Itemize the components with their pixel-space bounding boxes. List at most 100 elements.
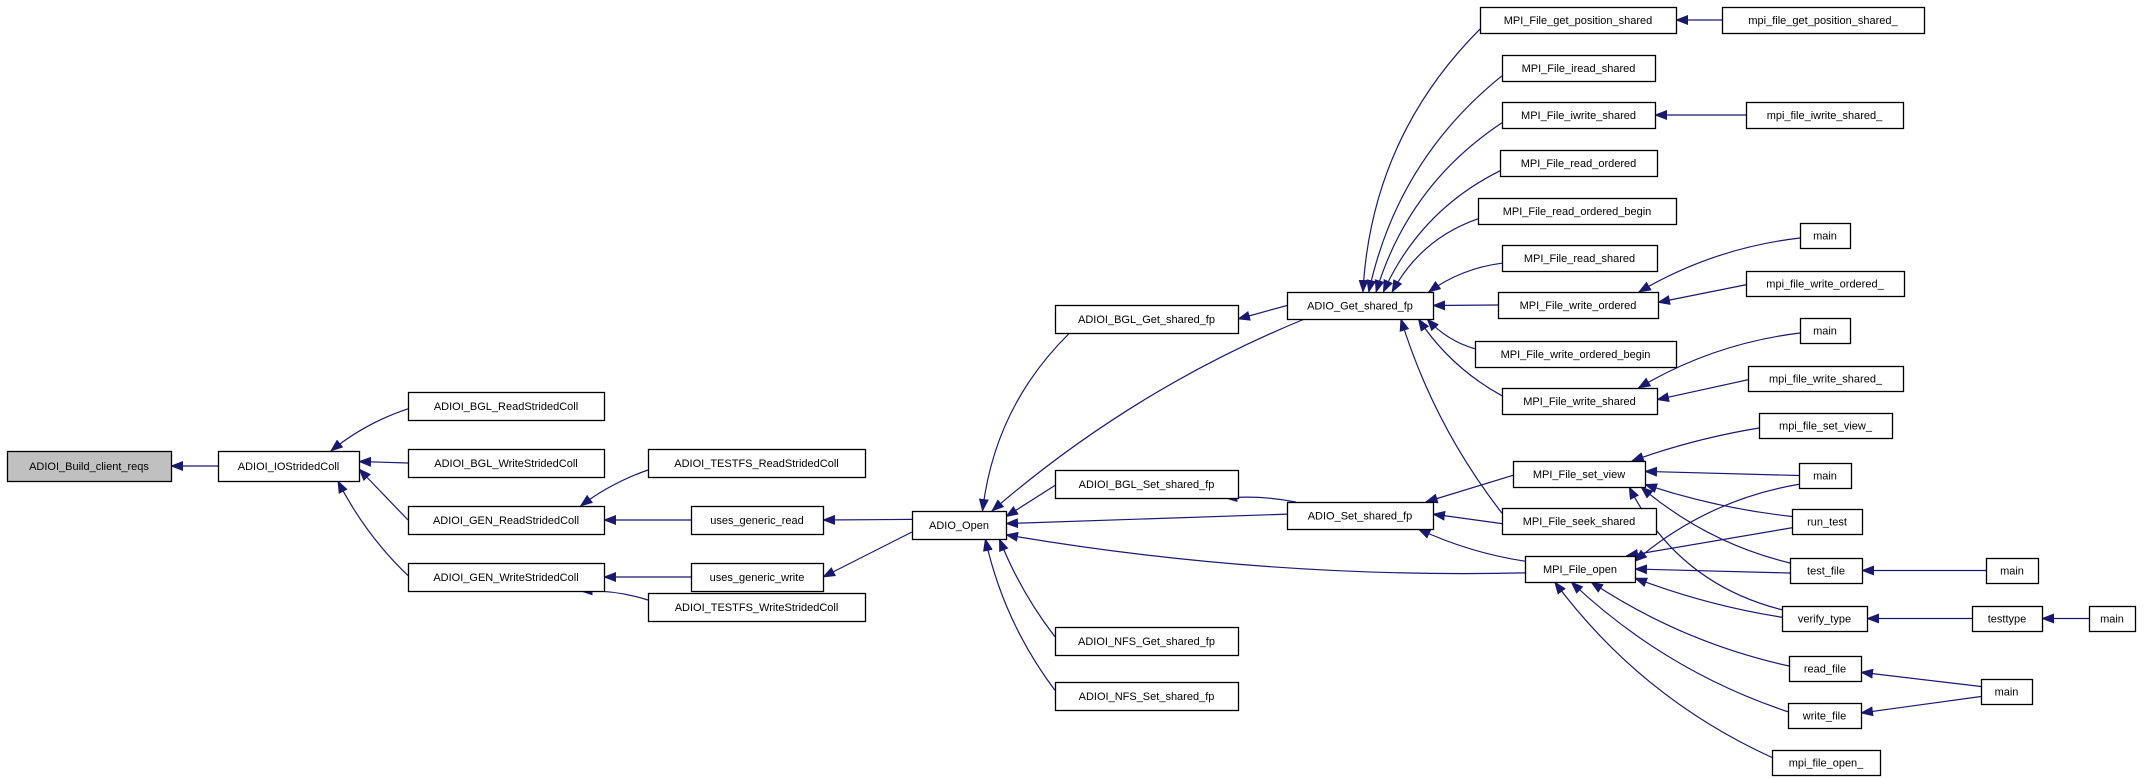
graph-node-readsh[interactable]: MPI_File_read_shared <box>1501 244 1659 273</box>
node-box-verifytype[interactable] <box>1781 605 1869 633</box>
node-box-bglset[interactable] <box>1054 469 1240 500</box>
graph-node-mgetpos_[interactable]: mpi_file_get_position_shared_ <box>1721 6 1926 35</box>
graph-node-iostrided[interactable]: ADIOI_IOStridedColl <box>217 450 361 483</box>
node-box-mgetpos_[interactable] <box>1721 6 1926 35</box>
graph-node-nfsget[interactable]: ADIOI_NFS_Get_shared_fp <box>1054 626 1240 657</box>
graph-node-bglset[interactable]: ADIOI_BGL_Set_shared_fp <box>1054 469 1240 500</box>
graph-node-getpos[interactable]: MPI_File_get_position_shared <box>1479 6 1678 35</box>
graph-node-main2[interactable]: main <box>1799 317 1852 345</box>
graph-node-mwriteord_[interactable]: mpi_file_write_ordered_ <box>1745 270 1906 298</box>
graph-node-adioget[interactable]: ADIO_Get_shared_fp <box>1286 291 1435 321</box>
edge-runtest-to-setview <box>1644 483 1793 518</box>
node-box-testtype[interactable] <box>1971 605 2044 633</box>
node-box-miwrite_[interactable] <box>1745 101 1905 130</box>
graph-node-ugwrite[interactable]: uses_generic_write <box>690 562 825 593</box>
node-box-main6[interactable] <box>1980 678 2034 706</box>
node-box-getpos[interactable] <box>1479 6 1678 35</box>
root-node-box-build[interactable] <box>6 450 173 483</box>
graph-node-adioopen[interactable]: ADIO_Open <box>911 510 1008 541</box>
node-box-msetview_[interactable] <box>1758 412 1894 440</box>
graph-node-readfile[interactable]: read_file <box>1788 655 1863 683</box>
node-box-setview[interactable] <box>1512 460 1647 489</box>
graph-node-mopen_[interactable]: mpi_file_open_ <box>1771 749 1882 777</box>
node-box-testfsread[interactable] <box>647 448 867 479</box>
node-box-iread[interactable] <box>1501 54 1657 83</box>
graph-node-readordbeg[interactable]: MPI_File_read_ordered_begin <box>1477 197 1678 226</box>
node-box-writeordbeg[interactable] <box>1474 340 1678 369</box>
node-box-readfile[interactable] <box>1788 655 1863 683</box>
graph-node-writeordbeg[interactable]: MPI_File_write_ordered_begin <box>1474 340 1678 369</box>
graph-node-testfile[interactable]: test_file <box>1789 557 1864 585</box>
node-box-mwritesh_[interactable] <box>1747 365 1905 393</box>
node-box-main1[interactable] <box>1799 222 1852 250</box>
edge-main2-to-writesh <box>1637 332 1801 389</box>
node-box-bglwrite[interactable] <box>407 448 606 479</box>
edge-setview-to-adioset <box>1424 474 1514 504</box>
node-box-main3[interactable] <box>1798 462 1853 490</box>
edge-testfsread-to-genread <box>579 469 649 507</box>
graph-node-msetview_[interactable]: mpi_file_set_view_ <box>1758 412 1894 440</box>
graph-node-verifytype[interactable]: verify_type <box>1781 605 1869 633</box>
node-box-genread[interactable] <box>407 505 606 536</box>
graph-node-build[interactable]: ADIOI_Build_client_reqs <box>6 450 173 483</box>
graph-node-genwrite[interactable]: ADIOI_GEN_WriteStridedColl <box>407 562 606 593</box>
node-box-writefile[interactable] <box>1787 702 1863 730</box>
node-box-readordbeg[interactable] <box>1477 197 1678 226</box>
graph-node-writesh[interactable]: MPI_File_write_shared <box>1501 387 1659 416</box>
node-box-main4[interactable] <box>1985 557 2040 585</box>
graph-node-testfswrite[interactable]: ADIOI_TESTFS_WriteStridedColl <box>647 592 867 623</box>
node-box-readsh[interactable] <box>1501 244 1659 273</box>
graph-node-testfsread[interactable]: ADIOI_TESTFS_ReadStridedColl <box>647 448 867 479</box>
graph-node-iread[interactable]: MPI_File_iread_shared <box>1501 54 1657 83</box>
graph-node-main6[interactable]: main <box>1980 678 2034 706</box>
node-box-nfsset[interactable] <box>1054 681 1240 712</box>
node-box-readord[interactable] <box>1499 149 1659 178</box>
graph-node-adioset[interactable]: ADIO_Set_shared_fp <box>1286 501 1435 531</box>
node-box-bglread[interactable] <box>407 391 606 422</box>
graph-node-bglwrite[interactable]: ADIOI_BGL_WriteStridedColl <box>407 448 606 479</box>
node-box-seeksh[interactable] <box>1501 507 1658 536</box>
graph-node-main3[interactable]: main <box>1798 462 1853 490</box>
edge-writesh-to-adioget <box>1417 318 1503 397</box>
graph-node-writefile[interactable]: write_file <box>1787 702 1863 730</box>
graph-node-iwrite[interactable]: MPI_File_iwrite_shared <box>1501 101 1657 130</box>
graph-node-bglget[interactable]: ADIOI_BGL_Get_shared_fp <box>1054 304 1240 335</box>
node-box-fileopen[interactable] <box>1524 555 1637 584</box>
graph-node-mwritesh_[interactable]: mpi_file_write_shared_ <box>1747 365 1905 393</box>
edge-nfsset-to-adioopen <box>983 538 1056 691</box>
graph-node-readord[interactable]: MPI_File_read_ordered <box>1499 149 1659 178</box>
node-box-iostrided[interactable] <box>217 450 361 483</box>
graph-node-fileopen[interactable]: MPI_File_open <box>1524 555 1637 584</box>
node-box-iwrite[interactable] <box>1501 101 1657 130</box>
node-box-mopen_[interactable] <box>1771 749 1882 777</box>
node-box-adioset[interactable] <box>1286 501 1435 531</box>
graph-node-seeksh[interactable]: MPI_File_seek_shared <box>1501 507 1658 536</box>
node-box-adioget[interactable] <box>1286 291 1435 321</box>
graph-node-main1[interactable]: main <box>1799 222 1852 250</box>
graph-node-main4[interactable]: main <box>1985 557 2040 585</box>
node-box-ugread[interactable] <box>690 505 825 536</box>
node-box-testfile[interactable] <box>1789 557 1864 585</box>
graph-node-main5[interactable]: main <box>2088 605 2137 633</box>
node-box-bglget[interactable] <box>1054 304 1240 335</box>
node-box-ugwrite[interactable] <box>690 562 825 593</box>
graph-node-writeord[interactable]: MPI_File_write_ordered <box>1497 291 1660 320</box>
graph-node-setview[interactable]: MPI_File_set_view <box>1512 460 1647 489</box>
node-box-runtest[interactable] <box>1791 508 1864 536</box>
graph-node-genread[interactable]: ADIOI_GEN_ReadStridedColl <box>407 505 606 536</box>
node-box-genwrite[interactable] <box>407 562 606 593</box>
node-box-testfswrite[interactable] <box>647 592 867 623</box>
node-box-main2[interactable] <box>1799 317 1852 345</box>
node-box-main5[interactable] <box>2088 605 2137 633</box>
node-box-adioopen[interactable] <box>911 510 1008 541</box>
graph-node-miwrite_[interactable]: mpi_file_iwrite_shared_ <box>1745 101 1905 130</box>
node-box-writesh[interactable] <box>1501 387 1659 416</box>
graph-node-testtype[interactable]: testtype <box>1971 605 2044 633</box>
graph-node-ugread[interactable]: uses_generic_read <box>690 505 825 536</box>
graph-node-bglread[interactable]: ADIOI_BGL_ReadStridedColl <box>407 391 606 422</box>
node-box-writeord[interactable] <box>1497 291 1660 320</box>
node-box-nfsget[interactable] <box>1054 626 1240 657</box>
graph-node-nfsset[interactable]: ADIOI_NFS_Set_shared_fp <box>1054 681 1240 712</box>
graph-node-runtest[interactable]: run_test <box>1791 508 1864 536</box>
node-box-mwriteord_[interactable] <box>1745 270 1906 298</box>
